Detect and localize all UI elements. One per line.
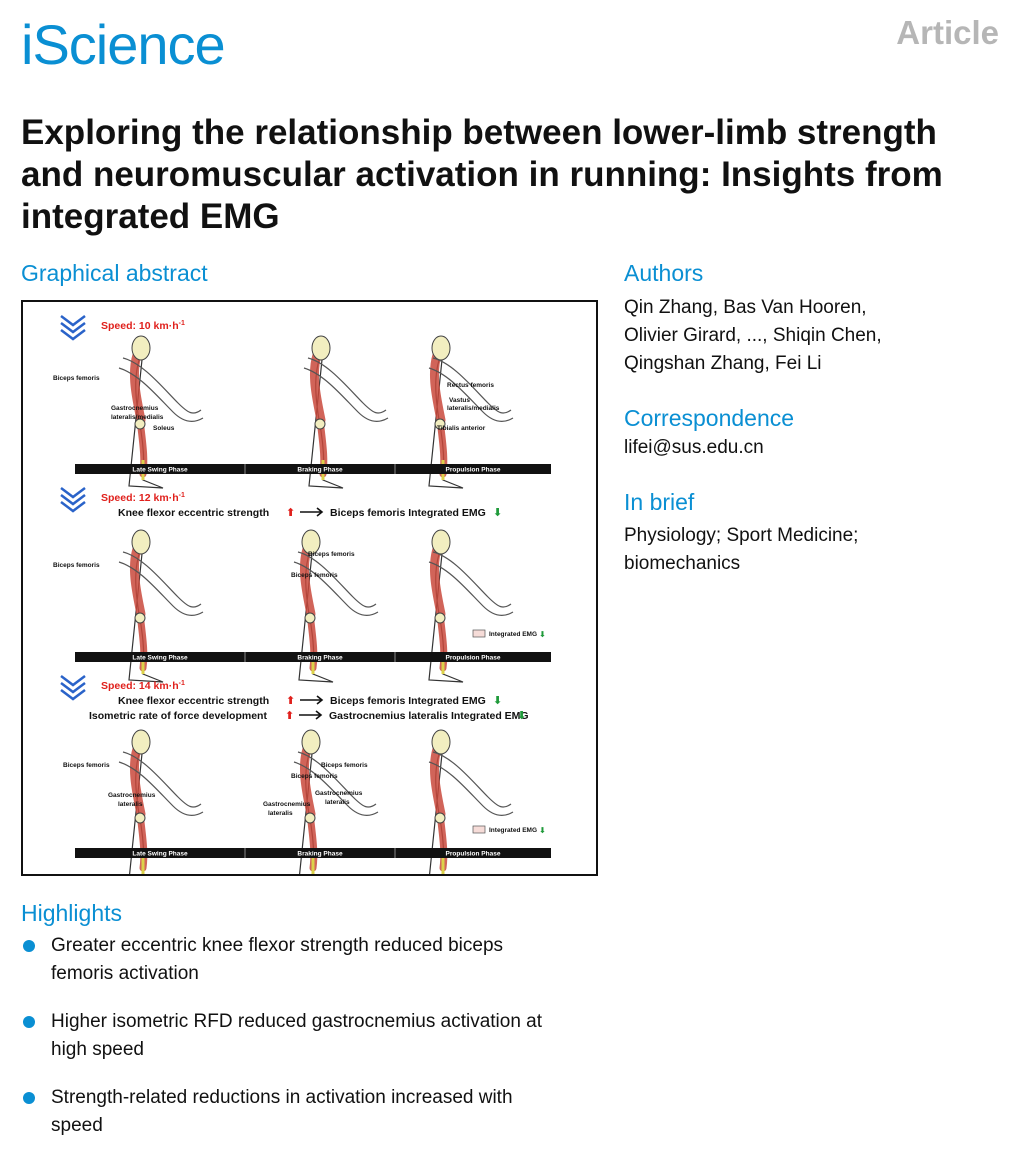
speed-label: Speed: 14 km·h-1 — [101, 680, 185, 692]
muscle-label: lateralis/medialis — [447, 405, 500, 412]
up-arrow-icon: ⬆ — [286, 695, 295, 707]
highlight-line: Strength-related reductions in activatio… — [51, 1087, 513, 1108]
highlight-item: Strength-related reductions in activatio… — [21, 1084, 601, 1140]
relation-effect: Biceps femoris Integrated EMG — [330, 695, 486, 707]
article-type-badge: Article — [896, 14, 999, 51]
muscle-label: Biceps femoris — [53, 562, 100, 569]
speed-label: Speed: 12 km·h-1 — [101, 492, 185, 504]
in-brief-line: Physiology; Sport Medicine; — [624, 525, 859, 546]
muscle-label: Gastrocnemius — [263, 801, 311, 808]
up-arrow-icon: ⬆ — [286, 507, 295, 519]
speed-label: Speed: 10 km·h-1 — [101, 320, 185, 332]
bullet-icon — [23, 1016, 35, 1028]
phase-bar — [75, 848, 551, 858]
phase-bar — [75, 652, 551, 662]
muscle-label: Gastrocnemius — [315, 790, 363, 797]
muscle-label: lateralis — [118, 801, 143, 808]
down-arrow-icon: ⬇ — [493, 507, 502, 519]
highlight-line: high speed — [51, 1039, 144, 1060]
authors-line: Qingshan Zhang, Fei Li — [624, 353, 822, 374]
bullet-icon — [23, 1092, 35, 1104]
relation-cause: Knee flexor eccentric strength — [118, 507, 269, 519]
muscle-label: Rectus femoris — [447, 382, 494, 389]
relation-cause: Isometric rate of force development — [89, 710, 267, 722]
speed-chevron-icon — [59, 486, 87, 513]
relation-cause: Knee flexor eccentric strength — [118, 695, 269, 707]
muscle-label: Gastrocnemius — [111, 405, 159, 412]
phase-label: Late Swing Phase — [132, 655, 188, 662]
highlight-item: Higher isometric RFD reduced gastrocnemi… — [21, 1008, 601, 1064]
muscle-label: Biceps femoris — [63, 762, 110, 769]
muscle-label: Biceps femoris — [291, 572, 338, 579]
phase-label: Late Swing Phase — [132, 851, 188, 858]
right-arrow-icon — [299, 710, 323, 720]
phase-label: Propulsion Phase — [446, 851, 501, 858]
authors-line: Qin Zhang, Bas Van Hooren, — [624, 297, 867, 318]
highlights-list: Greater eccentric knee flexor strength r… — [21, 932, 601, 1160]
up-arrow-icon: ⬆ — [285, 710, 294, 722]
muscle-label: Biceps femoris — [321, 762, 368, 769]
phase-label: Braking Phase — [297, 655, 343, 662]
down-arrow-icon: ⬇ — [539, 630, 546, 639]
highlights-heading: Highlights — [21, 900, 122, 926]
phase-label: Braking Phase — [297, 467, 343, 474]
speed-unit-exponent: -1 — [179, 320, 185, 327]
correspondence-heading: Correspondence — [624, 405, 795, 431]
down-arrow-icon: ⬇ — [539, 826, 546, 835]
authors-list: Qin Zhang, Bas Van Hooren, Olivier Girar… — [624, 294, 984, 378]
correspondence-email[interactable]: lifei@sus.edu.cn — [624, 437, 764, 458]
muscle-label: Biceps femoris — [291, 773, 338, 780]
highlight-line: Higher isometric RFD reduced gastrocnemi… — [51, 1011, 543, 1032]
highlight-line: speed — [51, 1115, 103, 1136]
speed-unit-exponent: -1 — [179, 492, 185, 499]
muscle-label: Gastrocnemius — [108, 792, 156, 799]
relation-effect: Gastrocnemius lateralis Integrated EMG — [329, 710, 529, 722]
phase-label: Propulsion Phase — [446, 655, 501, 662]
phase-label: Propulsion Phase — [446, 467, 501, 474]
graphical-abstract-heading: Graphical abstract — [21, 260, 208, 286]
right-arrow-icon — [300, 507, 324, 517]
in-brief-line: biomechanics — [624, 553, 741, 574]
muscle-label: Biceps femoris — [308, 551, 355, 558]
bullet-icon — [23, 940, 35, 952]
in-brief-text: Physiology; Sport Medicine; biomechanics — [624, 522, 984, 578]
down-arrow-icon: ⬇ — [517, 710, 526, 722]
legend-swatch — [472, 629, 486, 638]
journal-logo: iScience — [21, 13, 226, 76]
highlight-line: Greater eccentric knee flexor strength r… — [51, 935, 504, 956]
muscle-label: Soleus — [153, 425, 175, 432]
speed-chevron-icon — [59, 674, 87, 701]
phase-label: Late Swing Phase — [132, 467, 188, 474]
highlight-item: Greater eccentric knee flexor strength r… — [21, 932, 601, 988]
speed-chevron-icon — [59, 314, 87, 341]
down-arrow-icon: ⬇ — [493, 695, 502, 707]
in-brief-heading: In brief — [624, 489, 695, 515]
muscle-label: Vastus — [449, 397, 470, 404]
muscle-label: lateralis — [325, 799, 350, 806]
authors-heading: Authors — [624, 260, 704, 286]
relation-effect: Biceps femoris Integrated EMG — [330, 507, 486, 519]
highlight-line: femoris activation — [51, 963, 199, 984]
muscle-label: lateralis — [268, 810, 293, 817]
phase-label: Braking Phase — [297, 851, 343, 858]
article-title: Exploring the relationship between lower… — [21, 113, 943, 236]
legend-label: Integrated EMG — [489, 827, 537, 834]
legend-swatch — [472, 825, 486, 834]
muscle-label: lateralis/medialis — [111, 414, 164, 421]
muscle-label: Biceps femoris — [53, 375, 100, 382]
phase-bar — [75, 464, 551, 474]
muscle-label: Tibialis anterior — [437, 425, 486, 432]
right-arrow-icon — [300, 695, 324, 705]
speed-unit-exponent: -1 — [179, 680, 185, 687]
authors-line: Olivier Girard, ..., Shiqin Chen, — [624, 325, 882, 346]
legend-label: Integrated EMG — [489, 631, 537, 638]
